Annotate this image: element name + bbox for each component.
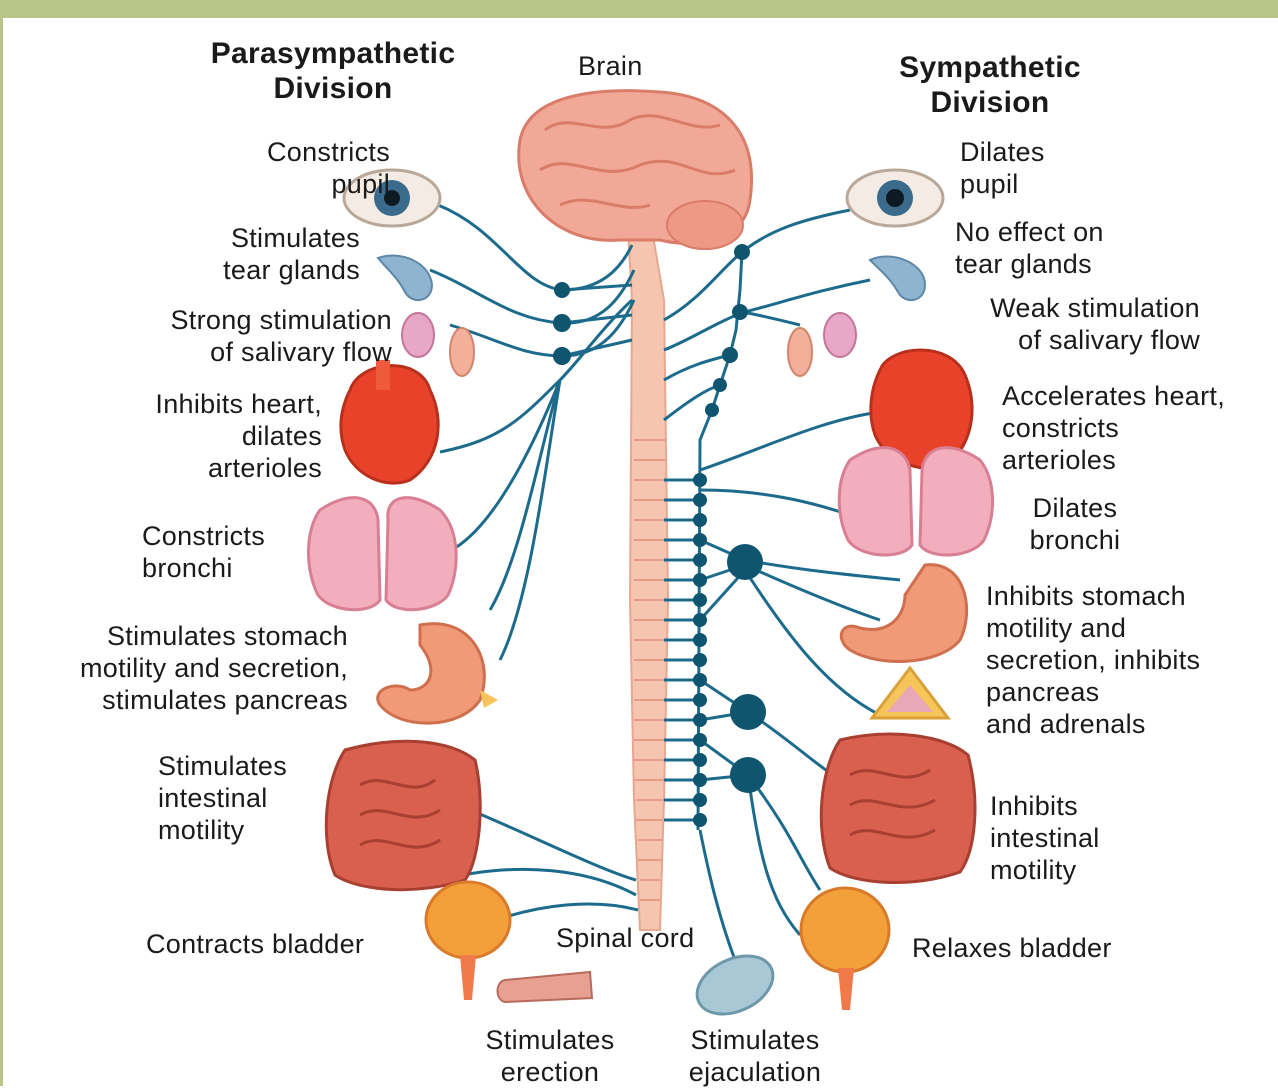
parasym-eye-label: Constricts pupil	[200, 136, 390, 200]
sympathetic-title: Sympathetic Division	[860, 50, 1120, 120]
left-intestines	[326, 741, 480, 889]
left-heart	[341, 360, 438, 483]
left-bladder	[426, 882, 510, 1000]
right-salivary-glands	[788, 313, 856, 376]
brain-label: Brain	[578, 50, 643, 82]
sym-salivary-label: Weak stimulation of salivary flow	[930, 292, 1200, 356]
parasym-stomach-label: Stimulates stomach motility and secretio…	[8, 620, 348, 716]
left-stomach	[378, 624, 498, 724]
right-bladder	[801, 888, 889, 1010]
sym-lungs-label: Dilates bronchi	[1000, 492, 1150, 556]
sym-eye-label: Dilates pupil	[960, 136, 1045, 200]
parasym-bladder-label: Contracts bladder	[146, 928, 364, 960]
brain	[519, 91, 752, 249]
left-tear-gland	[378, 256, 432, 301]
sym-tear-label: No effect on tear glands	[955, 216, 1104, 280]
left-salivary-glands	[402, 313, 474, 376]
adrenal-gland	[872, 668, 948, 718]
parasym-genital-label: Stimulates erection	[450, 1024, 650, 1088]
right-tear-gland	[870, 256, 925, 300]
spinal-cord-label: Spinal cord	[556, 922, 694, 954]
sym-bladder-label: Relaxes bladder	[912, 932, 1112, 964]
parasym-heart-label: Inhibits heart, dilates arterioles	[100, 388, 322, 484]
seminal-vesicle	[688, 945, 782, 1026]
sym-intestine-label: Inhibits intestinal motility	[990, 790, 1100, 886]
parasym-intestine-label: Stimulates intestinal motility	[158, 750, 287, 846]
parasym-lungs-label: Constricts bronchi	[142, 520, 265, 584]
right-intestines	[821, 734, 975, 882]
parasympathetic-ganglia	[553, 282, 571, 365]
parasympathetic-title: Parasympathetic Division	[178, 36, 488, 106]
sym-heart-label: Accelerates heart, constricts arterioles	[1002, 380, 1225, 476]
sym-stomach-label: Inhibits stomach motility and secretion,…	[986, 580, 1200, 740]
sym-genital-label: Stimulates ejaculation	[660, 1024, 850, 1088]
spinal-cord	[628, 230, 668, 930]
right-eye	[847, 170, 943, 226]
left-lungs	[308, 498, 456, 610]
parasym-salivary-label: Strong stimulation of salivary flow	[100, 304, 392, 368]
penis-illustration	[498, 972, 593, 1002]
parasym-tear-label: Stimulates tear glands	[140, 222, 360, 286]
